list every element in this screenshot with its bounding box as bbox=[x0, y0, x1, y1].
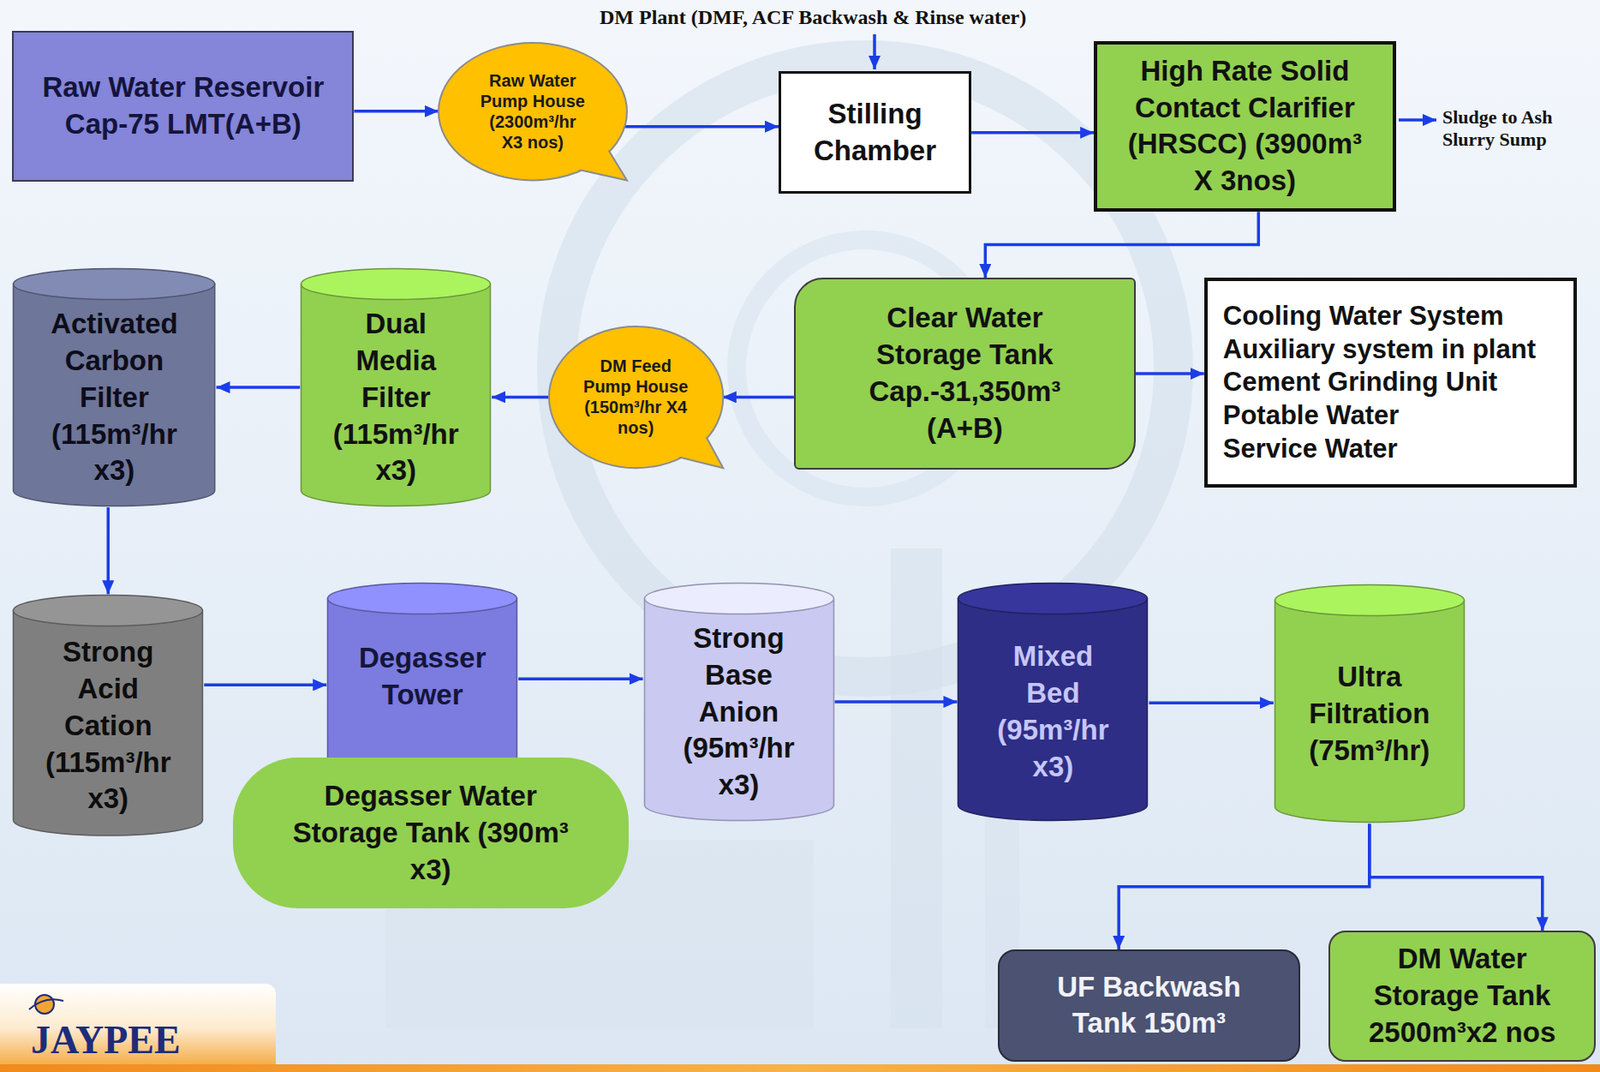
node-text: Ultra Filtration (75m³/hr) bbox=[1298, 658, 1440, 770]
ion-exchange-vessel: Mixed Bed (95m³/hr x3) bbox=[956, 581, 1149, 822]
node-text: Strong Acid Cation (115m³/hr x3) bbox=[37, 633, 180, 818]
ion-exchange-vessel: Strong Base Anion (95m³/hr x3) bbox=[643, 581, 836, 822]
flow-arrow bbox=[107, 507, 111, 594]
clarifier-box: High Rate Solid Contact Clarifier (HRSCC… bbox=[1093, 41, 1397, 213]
storage-tank-box: Degasser Water Storage Tank (390m³ x3) bbox=[232, 757, 629, 908]
node-text: Service Water bbox=[1223, 432, 1398, 466]
flow-arrow bbox=[1135, 371, 1205, 376]
flow-arrow bbox=[1118, 823, 1370, 950]
node-text: Degasser Tower bbox=[352, 639, 494, 714]
node-text: Auxiliary system in plant bbox=[1223, 333, 1536, 367]
bubble-outline bbox=[547, 324, 725, 470]
node-text: DM Water Storage Tank 2500m³x2 nos bbox=[1350, 940, 1574, 1051]
flow-arrow bbox=[353, 109, 439, 114]
flow-arrow bbox=[491, 395, 549, 400]
filter-vessel: Dual Media Filter (115m³/hr x3) bbox=[299, 267, 492, 508]
node-text: Strong Base Anion (95m³/hr x3) bbox=[668, 620, 810, 804]
faint-plant-column bbox=[890, 548, 943, 1028]
vessel-body bbox=[958, 598, 1148, 821]
node-text: Raw Water Reservoir Cap-75 LMT(A+B) bbox=[29, 69, 338, 144]
node-text: Cooling Water System bbox=[1223, 299, 1505, 334]
vessel-top bbox=[644, 583, 834, 615]
flow-arrow bbox=[722, 395, 795, 400]
logo-wordmark: JAYPEE bbox=[30, 1015, 181, 1063]
flow-arrow bbox=[518, 676, 643, 681]
ion-exchange-vessel: Strong Acid Cation (115m³/hr x3) bbox=[11, 593, 204, 837]
flow-arrow bbox=[203, 683, 327, 687]
bubble-body bbox=[438, 42, 627, 180]
pump-house-bubble: DM Feed Pump House (150m³/hr X4 nos) bbox=[547, 324, 725, 470]
vessel-top bbox=[301, 268, 491, 300]
vessel-body bbox=[13, 284, 215, 507]
node-text: High Rate Solid Contact Clarifier (HRSCC… bbox=[1124, 53, 1365, 201]
faint-wheel bbox=[556, 59, 1174, 677]
flow-arrow bbox=[985, 211, 1259, 278]
node-text: Dual Media Filter (115m³/hr x3) bbox=[325, 305, 467, 490]
company-logo: JAYPEE bbox=[0, 983, 276, 1064]
node-text: Activated Carbon Filter (115m³/hr x3) bbox=[43, 305, 186, 490]
pump-house-bubble: Raw Water Pump House (2300m³/hr X3 nos) bbox=[436, 41, 629, 182]
vessel-top bbox=[13, 268, 215, 300]
inflow-arrow bbox=[872, 34, 877, 70]
flow-arrow bbox=[1369, 823, 1543, 931]
flow-arrow bbox=[1148, 700, 1273, 705]
globe-swoosh bbox=[29, 998, 64, 1009]
bubble-fill bbox=[549, 327, 722, 466]
storage-tank-box: Clear Water Storage Tank Cap.-31,350m³ (… bbox=[794, 277, 1136, 470]
flow-arrow bbox=[216, 385, 301, 389]
footer-band bbox=[0, 1063, 1600, 1072]
node-text: Mixed Bed (95m³/hr x3) bbox=[982, 638, 1124, 786]
ultrafiltration-vessel: Ultra Filtration (75m³/hr) bbox=[1273, 583, 1466, 824]
node-text: Clear Water Storage Tank Cap.-31,350m³ (… bbox=[848, 299, 1081, 448]
vessel-top bbox=[328, 583, 518, 615]
logo-globe bbox=[25, 986, 78, 1021]
flow-arrow bbox=[835, 699, 958, 704]
vessel-body bbox=[13, 610, 203, 836]
node-text: Potable Water bbox=[1223, 399, 1400, 433]
node-text: DM Feed Pump House (150m³/hr X4 nos) bbox=[582, 355, 689, 438]
flow-arrow bbox=[624, 125, 779, 129]
bubble-body bbox=[549, 326, 723, 468]
filter-vessel: Activated Carbon Filter (115m³/hr x3) bbox=[11, 267, 216, 508]
reservoir-box: Raw Water Reservoir Cap-75 LMT(A+B) bbox=[11, 30, 354, 182]
storage-tank-box: UF Backwash Tank 150m³ bbox=[997, 949, 1301, 1062]
node-text: Cement Grinding Unit bbox=[1223, 365, 1498, 400]
globe-icon bbox=[35, 994, 54, 1014]
node-text: Degasser Water Storage Tank (390m³ x3) bbox=[276, 777, 586, 889]
inflow-note: DM Plant (DMF, ACF Backwash & Rinse wate… bbox=[599, 5, 1027, 30]
vessel-body bbox=[644, 598, 834, 821]
storage-tank-box: DM Water Storage Tank 2500m³x2 nos bbox=[1328, 930, 1596, 1062]
vessel-top bbox=[13, 595, 203, 627]
flow-arrow bbox=[971, 131, 1094, 135]
node-text: Stilling Chamber bbox=[793, 95, 957, 170]
outflow-note: Sludge to Ash Slurry Sump bbox=[1442, 106, 1597, 152]
vessel-top bbox=[958, 583, 1148, 615]
vessel-body bbox=[301, 284, 491, 507]
node-text: UF Backwash Tank 150m³ bbox=[1037, 968, 1260, 1043]
vessel-body bbox=[1274, 600, 1464, 823]
process-box: Stilling Chamber bbox=[778, 71, 972, 194]
degasser-tower: Degasser Tower bbox=[326, 581, 519, 776]
bubble-fill bbox=[439, 43, 626, 179]
vessel-body bbox=[328, 598, 518, 775]
node-text: Raw Water Pump House (2300m³/hr X3 nos) bbox=[479, 70, 586, 153]
sludge-arrow bbox=[1398, 118, 1437, 122]
bubble-outline bbox=[436, 41, 629, 182]
consumer-list-box: Cooling Water SystemAuxiliary system in … bbox=[1204, 277, 1577, 488]
vessel-top bbox=[1274, 585, 1464, 616]
